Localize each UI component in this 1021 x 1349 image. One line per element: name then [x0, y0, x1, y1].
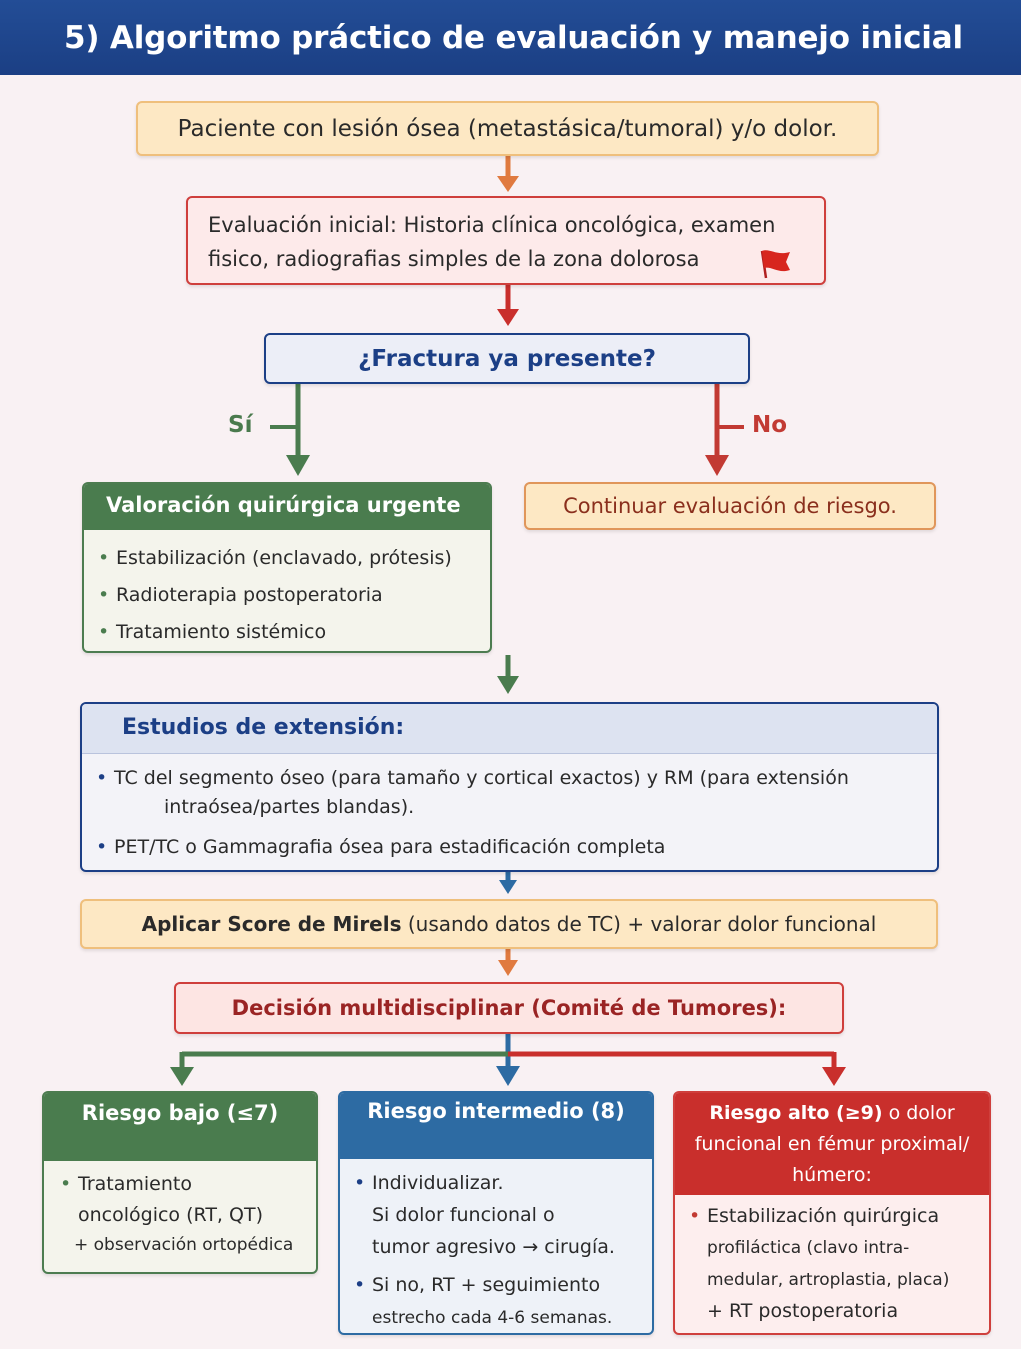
mirels-score-text: (usando datos de TC) + valorar dolor fun…: [401, 912, 877, 936]
decision-text: Decisión multidisciplinar (Comité de Tum…: [231, 996, 787, 1020]
list-item: Individualizar. Si dolor funcional o tum…: [354, 1167, 615, 1263]
high-risk-line-3: medular, artroplastia, placa): [707, 1270, 950, 1290]
low-risk-line-2: oncológico (RT, QT): [78, 1204, 263, 1226]
arrow-to-extension: [497, 655, 519, 694]
continue-risk-text: Continuar evaluación de riesgo.: [563, 494, 897, 518]
low-risk-line-1: Tratamiento: [78, 1173, 192, 1195]
intermediate-risk-a2: Si dolor funcional o: [372, 1204, 555, 1226]
list-item: Estabilización (enclavado, prótesis): [98, 540, 452, 577]
arrow-start-to-eval: [497, 156, 519, 192]
high-risk-title: Riesgo alto (≥9) o dolor funcional en fé…: [675, 1093, 989, 1195]
high-risk-title-rest: o dolor: [882, 1102, 955, 1124]
evaluation-line-1: Evaluación inicial: Historia clínica onc…: [208, 213, 776, 237]
question-text: ¿Fractura ya presente?: [358, 345, 656, 372]
intermediate-risk-b2: estrecho cada 4-6 semanas.: [372, 1308, 613, 1328]
arrow-to-decision: [498, 949, 518, 976]
high-risk-line-4: + RT postoperatoria: [707, 1300, 899, 1322]
list-item: Tratamiento sistémico: [98, 614, 452, 651]
extension-item-1-line-1: TC del segmento óseo (para tamaño y cort…: [114, 767, 849, 789]
low-risk-node: Riesgo bajo (≤7) Tratamiento oncológico …: [42, 1091, 318, 1274]
high-risk-title-bold: Riesgo alto (≥9): [709, 1102, 883, 1124]
low-risk-title: Riesgo bajo (≤7): [44, 1093, 316, 1161]
red-flag-icon: [760, 250, 790, 279]
mirels-score-bold-text: Aplicar Score de Mirels: [141, 912, 402, 936]
urgent-surgery-list: Estabilización (enclavado, prótesis) Rad…: [98, 540, 452, 651]
arrow-no-branch: [705, 384, 744, 476]
no-branch-label: No: [752, 412, 788, 438]
extension-item-1-line-2: intraósea/partes blandas).: [164, 796, 415, 818]
urgent-surgery-title: Valoración quirúrgica urgente: [84, 484, 490, 530]
fracture-question-node: ¿Fractura ya presente?: [264, 333, 750, 384]
intermediate-risk-node: Riesgo intermedio (8) Individualizar. Si…: [338, 1091, 654, 1335]
high-risk-line-2: profiláctica (clavo intra-: [707, 1238, 910, 1258]
arrow-to-mirels: [499, 872, 517, 894]
list-item: PET/TC o Gammagrafia ósea para estadific…: [96, 833, 926, 862]
high-risk-line-1: Estabilización quirúrgica: [707, 1205, 940, 1227]
start-node-text: Paciente con lesión ósea (metastásica/tu…: [177, 115, 838, 142]
high-risk-title-line-3: húmero:: [792, 1164, 872, 1186]
intermediate-risk-a3: tumor agresivo → cirugía.: [372, 1236, 615, 1258]
extension-studies-node: Estudios de extensión: TC del segmento ó…: [80, 702, 939, 872]
intermediate-risk-title: Riesgo intermedio (8): [340, 1093, 652, 1159]
list-item: Estabilización quirúrgica profiláctica (…: [689, 1201, 949, 1327]
evaluation-line-2: fisico, radiografias simples de la zona …: [208, 247, 700, 271]
intermediate-risk-list: Individualizar. Si dolor funcional o tum…: [354, 1167, 615, 1333]
low-risk-line-3: + observación ortopédica: [74, 1235, 294, 1255]
multidisciplinary-decision-node: Decisión multidisciplinar (Comité de Tum…: [174, 982, 844, 1034]
list-item: Si no, RT + seguimiento estrecho cada 4-…: [354, 1269, 615, 1333]
low-risk-list: Tratamiento oncológico (RT, QT): [60, 1169, 263, 1231]
high-risk-title-line-2: funcional en fémur proximal/: [694, 1133, 970, 1155]
mirels-score-node: Aplicar Score de Mirels (usando datos de…: [80, 899, 938, 949]
list-item: Radioterapia postoperatoria: [98, 577, 452, 614]
arrow-eval-to-question: [497, 285, 519, 326]
high-risk-node: Riesgo alto (≥9) o dolor funcional en fé…: [673, 1091, 991, 1335]
extension-studies-list: TC del segmento óseo (para tamaño y cort…: [96, 764, 926, 870]
initial-evaluation-node: Evaluación inicial: Historia clínica onc…: [186, 196, 826, 285]
urgent-surgery-node: Valoración quirúrgica urgente Estabiliza…: [82, 482, 492, 653]
yes-branch-label: Sí: [228, 412, 253, 438]
header-bar: 5) Algoritmo práctico de evaluación y ma…: [0, 0, 1021, 75]
extension-studies-title: Estudios de extensión:: [82, 704, 937, 754]
arrow-to-risk-boxes: [170, 1034, 846, 1086]
continue-risk-node: Continuar evaluación de riesgo.: [524, 482, 936, 530]
intermediate-risk-a1: Individualizar.: [372, 1172, 504, 1194]
intermediate-risk-b1: Si no, RT + seguimiento: [372, 1274, 601, 1296]
start-node: Paciente con lesión ósea (metastásica/tu…: [136, 101, 879, 156]
arrow-yes-branch: [270, 384, 310, 476]
high-risk-list: Estabilización quirúrgica profiláctica (…: [689, 1201, 949, 1327]
list-item: TC del segmento óseo (para tamaño y cort…: [96, 764, 926, 822]
list-item: Tratamiento oncológico (RT, QT): [60, 1169, 263, 1231]
page-title: 5) Algoritmo práctico de evaluación y ma…: [64, 20, 963, 56]
